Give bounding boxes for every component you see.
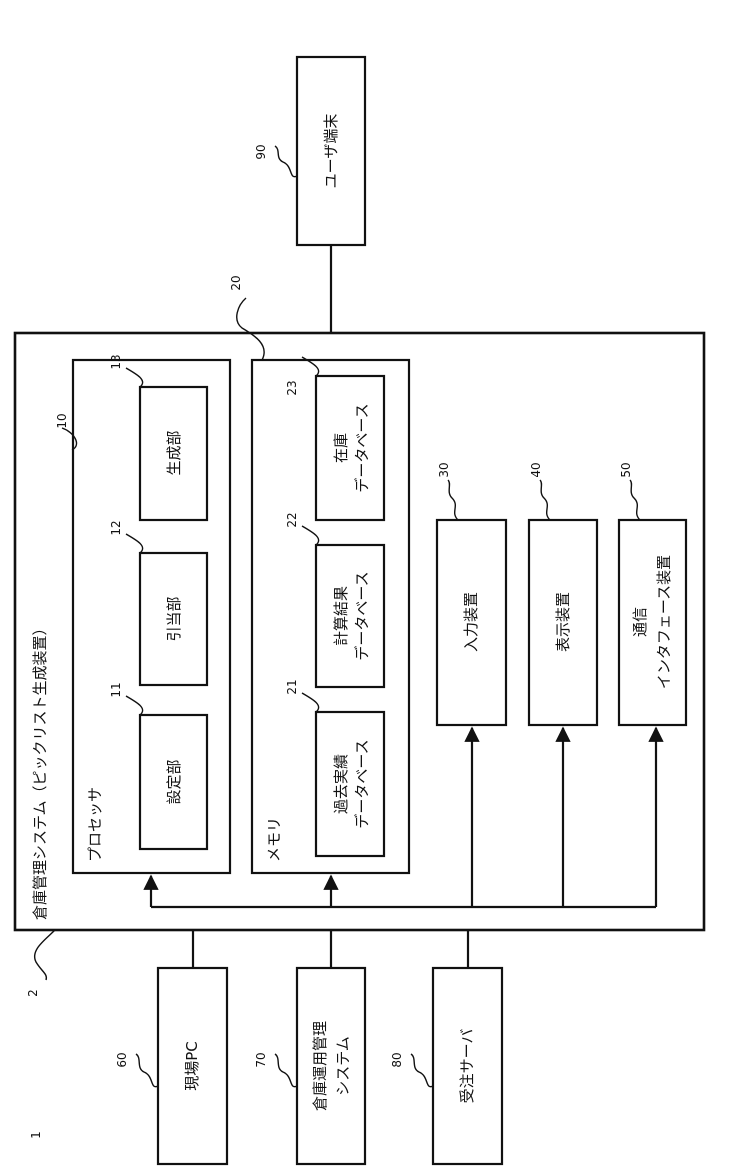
site-pc-label: 現場PC [183,1041,201,1091]
inventory-database-box [316,376,384,520]
site-pc-ref: 60 [115,1052,129,1067]
user-terminal-label: ユーザ端末 [322,114,340,189]
processor-label: プロセッサ [86,787,104,862]
calculation-results-database-box [316,545,384,687]
communication-interface-device-ref: 50 [619,462,633,477]
allocation-unit-ref: 12 [109,520,123,535]
user-terminal: ユーザ端末 90 [254,57,365,333]
communication-interface-device-line1: 通信 [631,607,649,637]
order-server-ref-leader [411,1054,433,1087]
processor-ref: 10 [55,413,69,428]
system-ref: 2 [26,989,40,997]
past-results-database-line1: 過去実績 [332,754,350,814]
communication-interface-device-line2: インタフェース装置 [655,555,673,689]
input-device-ref: 30 [437,462,451,477]
warehouse-operation-system-line1: 倉庫運用管理 [311,1021,329,1111]
warehouse-operation-system: 倉庫運用管理 システム 70 [254,930,365,1164]
display-device-label: 表示装置 [554,592,572,652]
order-server: 受注サーバ 80 [390,930,502,1164]
past-results-database-line2: データベース [353,739,371,828]
warehouse-operation-system-line2: システム [334,1036,352,1096]
warehouse-operation-system-ref: 70 [254,1052,268,1067]
calculation-results-database-line1: 計算結果 [332,586,350,646]
warehouse-operation-system-box [297,968,365,1164]
allocation-unit-label: 引当部 [165,596,183,641]
inventory-database-line1: 在庫 [332,433,350,463]
user-terminal-ref: 90 [254,144,268,159]
calculation-results-database-ref: 22 [285,512,299,527]
order-server-label: 受注サーバ [458,1029,476,1104]
input-device-label: 入力装置 [462,592,480,652]
site-pc-ref-leader [136,1054,158,1087]
user-terminal-ref-leader [275,146,297,177]
system-ref-leader [35,930,55,980]
warehouse-operation-system-ref-leader [275,1054,297,1087]
inventory-database-ref: 23 [285,380,299,395]
setting-unit-ref: 11 [109,682,123,697]
site-pc: 現場PC 60 [115,930,227,1164]
generation-unit-ref: 13 [109,354,123,369]
communication-interface-device-box [619,520,686,725]
past-results-database-box [316,712,384,856]
inventory-database-line2: データベース [353,403,371,492]
figure-label: 1 [29,1131,43,1139]
system-title: 倉庫管理システム（ピックリスト生成装置） [31,620,49,920]
generation-unit-label: 生成部 [165,430,183,475]
calculation-results-database-line2: データベース [353,571,371,660]
order-server-ref: 80 [390,1052,404,1067]
display-device-ref: 40 [529,462,543,477]
memory-ref: 20 [229,275,243,290]
past-results-database-ref: 21 [285,679,299,694]
setting-unit-label: 設定部 [165,759,183,804]
memory-label: メモリ [265,817,283,862]
